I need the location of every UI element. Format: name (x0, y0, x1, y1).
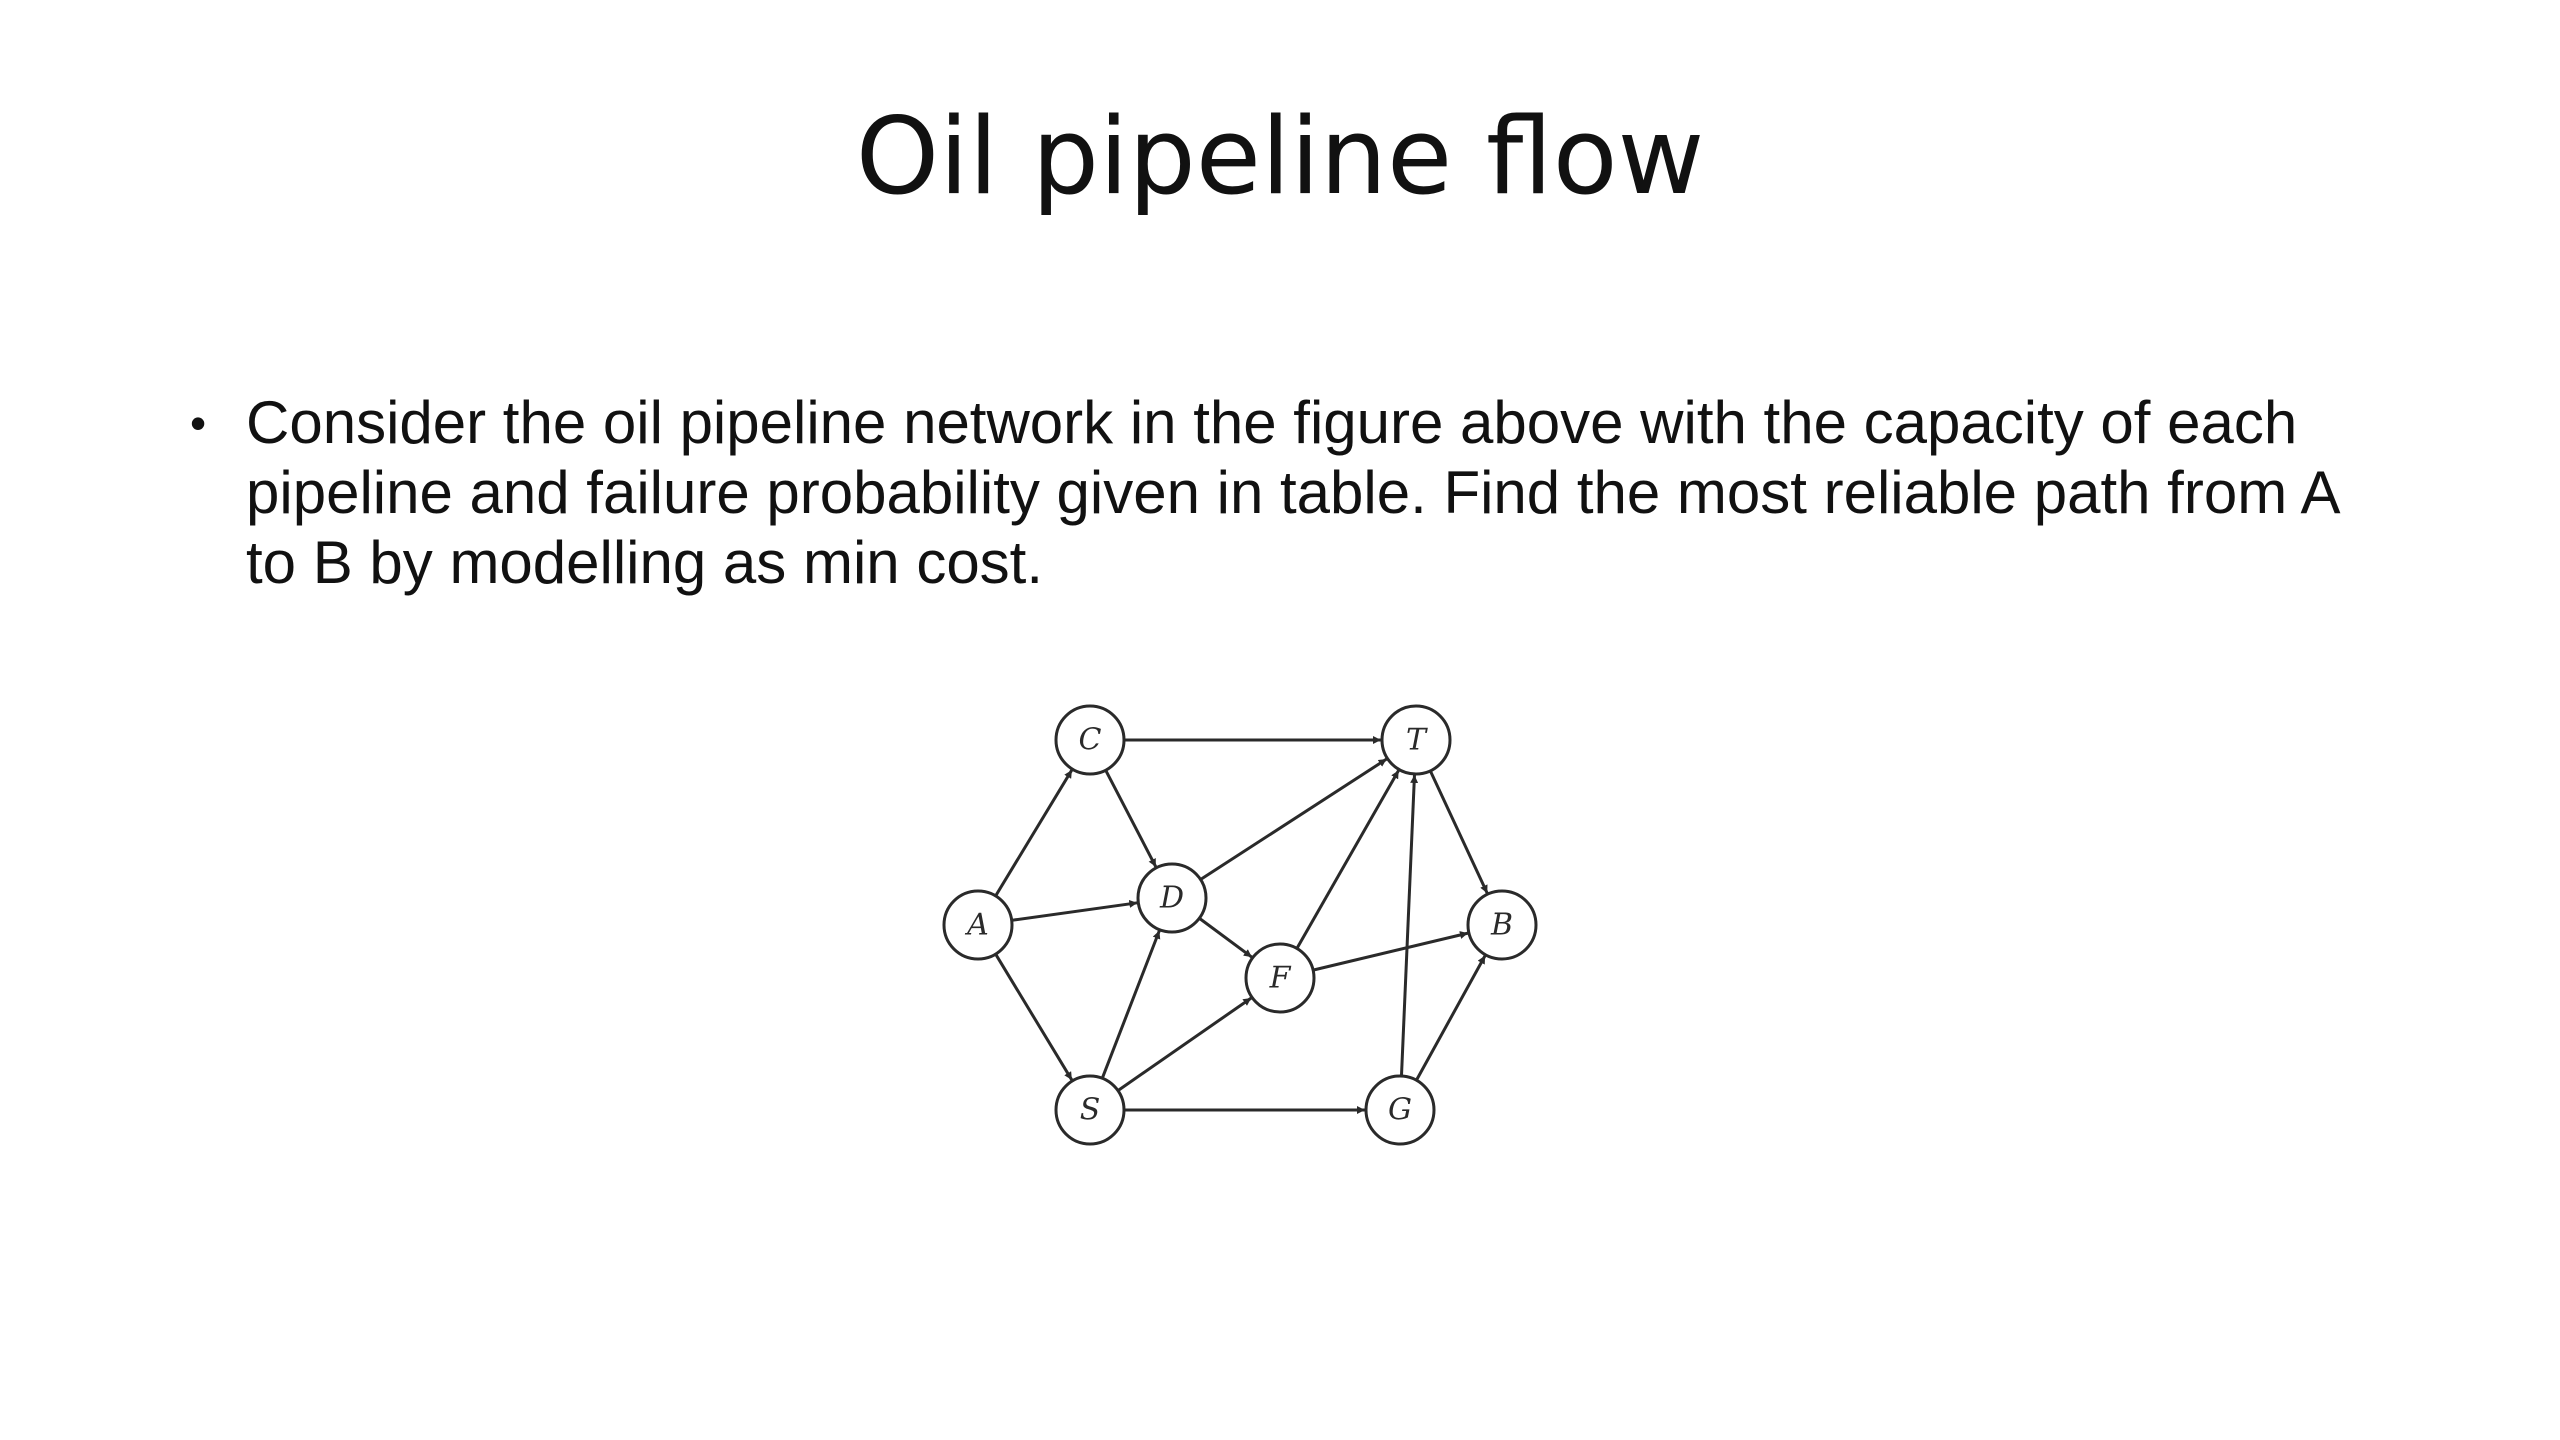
node-label: G (1388, 1093, 1412, 1128)
bullet-text: Consider the oil pipeline network in the… (246, 389, 2338, 596)
edge-a-c (994, 769, 1074, 897)
node-circle (1466, 889, 1538, 961)
edge-d-f (1198, 917, 1253, 959)
node-label: D (1159, 881, 1184, 916)
edge-s-f (1117, 996, 1253, 1092)
node-circle (1054, 704, 1126, 776)
node-layer: A C D S F T G B (942, 704, 1538, 1146)
bullet-list: • Consider the oil pipeline network in t… (190, 388, 2380, 598)
node-circle (1244, 942, 1316, 1014)
node-circle (942, 889, 1014, 961)
edge-g-t (1399, 774, 1419, 1077)
edge-layer (994, 736, 1489, 1114)
pipeline-network-diagram: A C D S F T G B (942, 704, 1538, 1146)
edge-a-s (994, 953, 1074, 1081)
node-s: S (1054, 1074, 1126, 1146)
node-f: F (1244, 942, 1316, 1014)
edge-s-d (1100, 930, 1161, 1079)
edge-c-d (1104, 769, 1158, 868)
node-a: A (942, 889, 1014, 961)
node-circle (1380, 704, 1452, 776)
node-circle (1364, 1074, 1436, 1146)
edge-f-t (1295, 769, 1400, 950)
slide-title: Oil pipeline flow (855, 95, 1705, 218)
node-label: T (1406, 723, 1428, 758)
node-label: A (964, 908, 989, 943)
node-label: B (1490, 908, 1513, 943)
node-g: G (1364, 1074, 1436, 1146)
node-circle (1054, 1074, 1126, 1146)
node-label: C (1079, 723, 1102, 758)
node-c: C (1054, 704, 1126, 776)
node-t: T (1380, 704, 1452, 776)
node-label: S (1080, 1093, 1101, 1128)
edge-f-b (1312, 931, 1469, 972)
bullet-dot-icon: • (190, 397, 207, 449)
edge-d-t (1199, 757, 1388, 881)
node-circle (1136, 862, 1208, 934)
bullet-item: • Consider the oil pipeline network in t… (190, 388, 2380, 598)
edge-g-b (1415, 954, 1487, 1081)
edge-a-d (1011, 899, 1138, 922)
node-label: F (1269, 961, 1292, 996)
node-b: B (1466, 889, 1538, 961)
edge-t-b (1428, 770, 1489, 894)
node-d: D (1136, 862, 1208, 934)
